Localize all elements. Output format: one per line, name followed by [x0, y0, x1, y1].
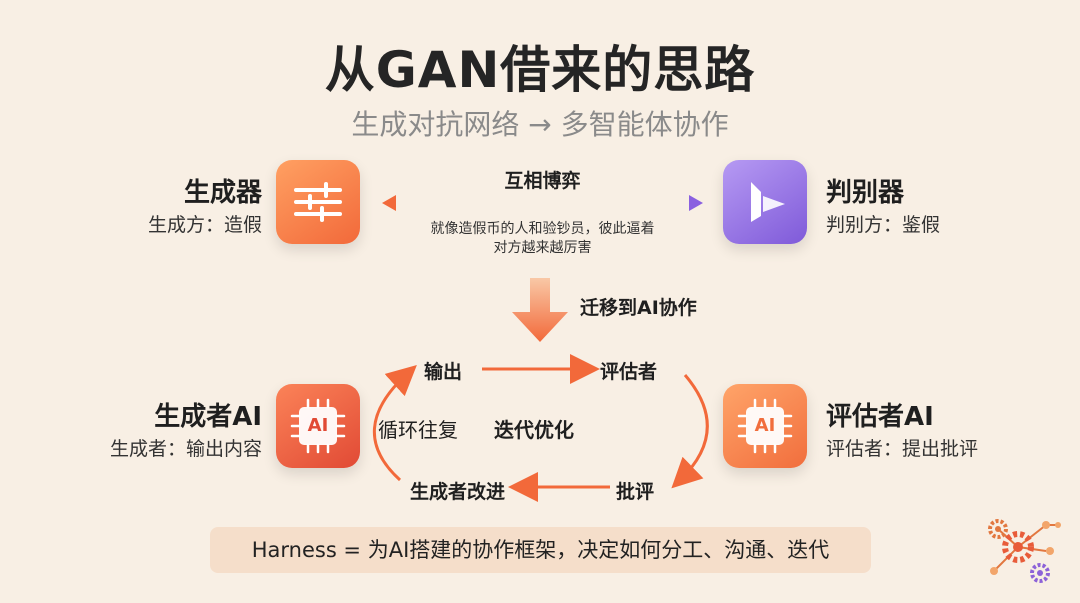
- generator-tile: [276, 160, 360, 244]
- cycle-arrows: [373, 354, 709, 502]
- sliders-icon: [294, 182, 342, 222]
- relation-label: 互相博弈: [504, 170, 581, 192]
- evaluator-ai-tile: AI: [723, 384, 807, 468]
- cycle-evaluator: 评估者: [600, 361, 658, 383]
- generator-role: 生成方：造假: [147, 214, 262, 236]
- chip-icon: [290, 398, 346, 454]
- gan-double-arrow: [382, 195, 703, 211]
- discriminator-role: 判别方：鉴假: [826, 214, 941, 236]
- chip-icon: [737, 398, 793, 454]
- generator-ai-label: 生成者AI: [154, 402, 262, 432]
- discriminator-label: 判别器: [826, 178, 905, 208]
- generator-ai-role: 生成者：输出内容: [109, 438, 262, 460]
- analogy-line-2: 对方越来越厉害: [493, 240, 592, 256]
- transfer-down-arrow: [512, 278, 568, 342]
- cycle-critique: 批评: [616, 481, 655, 503]
- generator-label: 生成器: [183, 178, 262, 208]
- cycle-loop-text: 循环往复: [378, 418, 458, 442]
- analogy-line-1: 就像造假币的人和验钞员，彼此逼着: [430, 221, 655, 237]
- transfer-label: 迁移到AI协作: [580, 297, 697, 319]
- cycle-improve: 生成者改进: [410, 481, 506, 503]
- harness-bar: Harness = 为AI搭建的协作框架，决定如何分工、沟通、迭代: [210, 527, 871, 573]
- play-icon: [751, 182, 785, 222]
- evaluator-ai-role: 评估者：提出批评: [826, 438, 979, 460]
- generator-ai-tile: AI: [276, 384, 360, 468]
- gears-network-icon: [988, 519, 1061, 583]
- evaluator-ai-label: 评估者AI: [826, 402, 934, 432]
- chip-text: AI: [307, 415, 329, 436]
- discriminator-tile: [723, 160, 807, 244]
- page-subtitle: 生成对抗网络 → 多智能体协作: [351, 108, 729, 141]
- chip-text: AI: [754, 415, 776, 436]
- page-title: 从GAN借来的思路: [324, 41, 756, 99]
- cycle-iterate-text: 迭代优化: [494, 418, 574, 442]
- cycle-output: 输出: [424, 361, 463, 383]
